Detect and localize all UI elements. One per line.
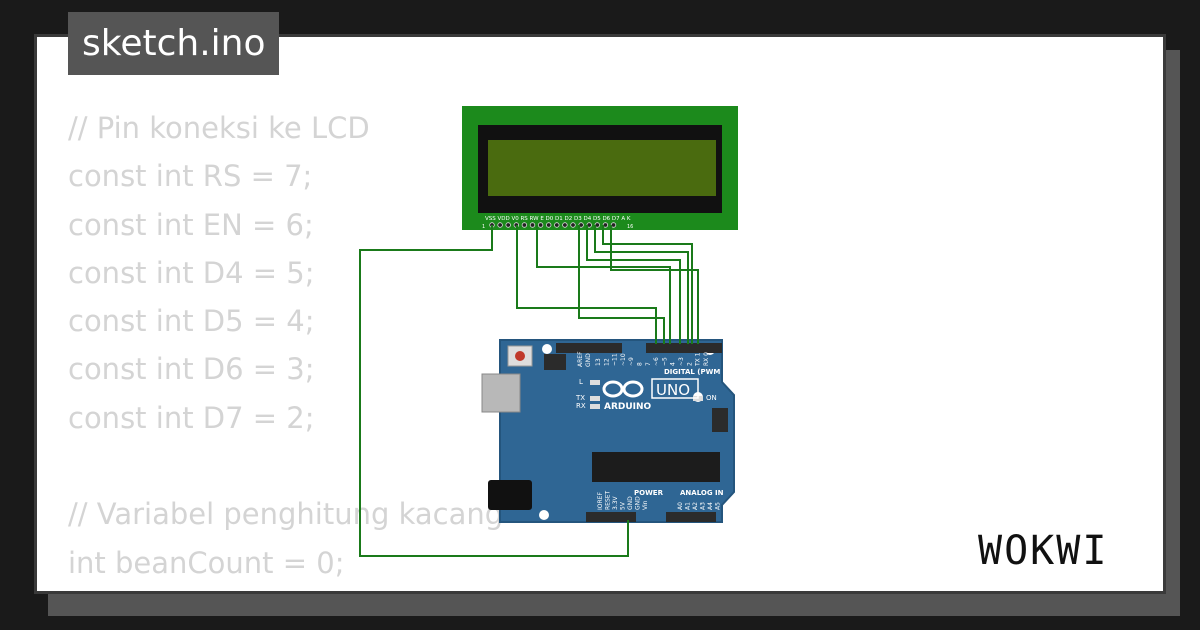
analog-pin-label: A1 (685, 502, 692, 510)
digital-pin-label: TX 1 (695, 352, 702, 367)
led-tx-label: TX (575, 394, 585, 402)
analog-label: ANALOG IN (680, 489, 724, 497)
gnd-label: GND (585, 353, 592, 367)
code-line: const int D6 = 3; (68, 352, 315, 387)
digital-pin-label: 12 (603, 358, 610, 366)
analog-pin-label: A5 (715, 502, 722, 510)
analog-pin-label: A0 (677, 502, 684, 510)
arduino-model: UNO (656, 381, 690, 399)
wire-d7[interactable] (602, 225, 693, 344)
led-rx-label: RX (576, 402, 586, 410)
lcd-pin[interactable] (546, 222, 552, 228)
code-line: const int D4 = 5; (68, 255, 315, 290)
digital-pin-label: 13 (595, 358, 602, 366)
arduino-infinity-icon (602, 380, 644, 398)
file-title-tab[interactable]: sketch.ino (68, 12, 280, 75)
digital-label: DIGITAL (PWM ~) (664, 368, 732, 376)
digital-pin-label: ~9 (628, 357, 635, 366)
code-line: int beanCount = 0; (68, 545, 345, 580)
mount-hole (542, 344, 552, 354)
mount-hole (539, 510, 549, 520)
lcd-pin[interactable] (529, 222, 536, 228)
wire-rs[interactable] (516, 225, 657, 344)
lcd-pin-labels: VSS VDD V0 RS RW E D0 D1 D2 D3 D4 D5 D6 … (485, 216, 631, 222)
power-pin-label: GND (627, 496, 634, 510)
code-line: const int D7 = 2; (68, 400, 315, 435)
lcd-pin[interactable] (521, 222, 528, 228)
digital-pin-label: 7 (645, 362, 652, 366)
analog-pin-label: A3 (700, 502, 707, 510)
digital-pin-label: 2 (686, 362, 693, 366)
header-left (556, 343, 622, 353)
lcd-pin[interactable] (562, 222, 568, 228)
led-rx (590, 404, 600, 409)
led-l-label: L (579, 378, 583, 386)
lcd-pin-first: 1 (482, 224, 485, 230)
digital-pin-label: ~6 (653, 357, 660, 366)
power-jack (488, 480, 532, 510)
wire-gnd[interactable] (359, 225, 629, 557)
code-line: const int D5 = 4; (68, 304, 315, 339)
wire-d4[interactable] (578, 225, 665, 344)
wire-d6[interactable] (594, 225, 689, 344)
led-l (590, 380, 600, 385)
led-tx (590, 396, 600, 401)
analog-pin-label: A4 (707, 502, 714, 510)
digital-pin-label: ~11 (612, 353, 619, 366)
lcd-pin-last: 16 (627, 224, 633, 230)
digital-pin-label: ~5 (661, 357, 668, 366)
lcd-pin[interactable] (570, 222, 576, 228)
wire-vdd[interactable] (610, 225, 699, 344)
code-line: // Pin koneksi ke LCD (68, 111, 370, 145)
icsp-header (544, 354, 566, 370)
lcd-screen (488, 140, 716, 196)
aref-label: AREF (577, 351, 584, 367)
wire-en[interactable] (536, 225, 671, 344)
power-header (586, 512, 636, 522)
power-pin-label: 5V (620, 501, 627, 510)
power-pin-label: GND (635, 496, 642, 510)
lcd-pin[interactable] (537, 222, 544, 228)
power-pin-label: IOREF (597, 492, 604, 510)
arduino-uno-board[interactable]: L TX RX ON ARDUINO UNO DIGITAL (PWM ~) P… (481, 339, 735, 523)
power-label: POWER (634, 489, 664, 497)
lcd-pin[interactable] (554, 222, 560, 228)
digital-pin-label: ~3 (678, 357, 685, 366)
digital-header (646, 343, 722, 353)
digital-pin-label: ~10 (620, 353, 627, 366)
power-pin-label: RESET (605, 490, 612, 510)
analog-header (666, 512, 716, 522)
power-pin-label: 3.3V (612, 495, 619, 510)
power-pin-label: Vin (642, 500, 649, 510)
lcd-pins (489, 222, 617, 228)
wires (359, 225, 699, 557)
wokwi-logo: WOKWI (978, 528, 1109, 574)
digital-pin-label: 8 (637, 362, 644, 366)
lcd-pin[interactable] (505, 222, 511, 228)
led-on-label: ON (706, 394, 717, 402)
code-line: const int EN = 6; (68, 207, 314, 242)
digital-pin-label: 4 (670, 362, 677, 366)
atmega-chip (592, 452, 720, 482)
icsp-header-2 (712, 408, 728, 432)
code-line: const int RS = 7; (68, 159, 313, 194)
analog-pin-label: A2 (692, 502, 699, 510)
arduino-logo-text: ARDUINO (604, 402, 652, 412)
wire-d5[interactable] (586, 225, 681, 344)
digital-pin-label: RX 0 (703, 352, 710, 366)
code-editor[interactable]: // Pin koneksi ke LCD const int RS = 7; co… (68, 104, 503, 587)
usb-port (481, 373, 521, 413)
lcd-pin[interactable] (497, 222, 503, 228)
lcd-1602-module[interactable]: VSS VDD V0 RS RW E D0 D1 D2 D3 D4 D5 D6 … (462, 106, 738, 230)
code-line: // Variabel penghitung kacang (68, 497, 504, 532)
